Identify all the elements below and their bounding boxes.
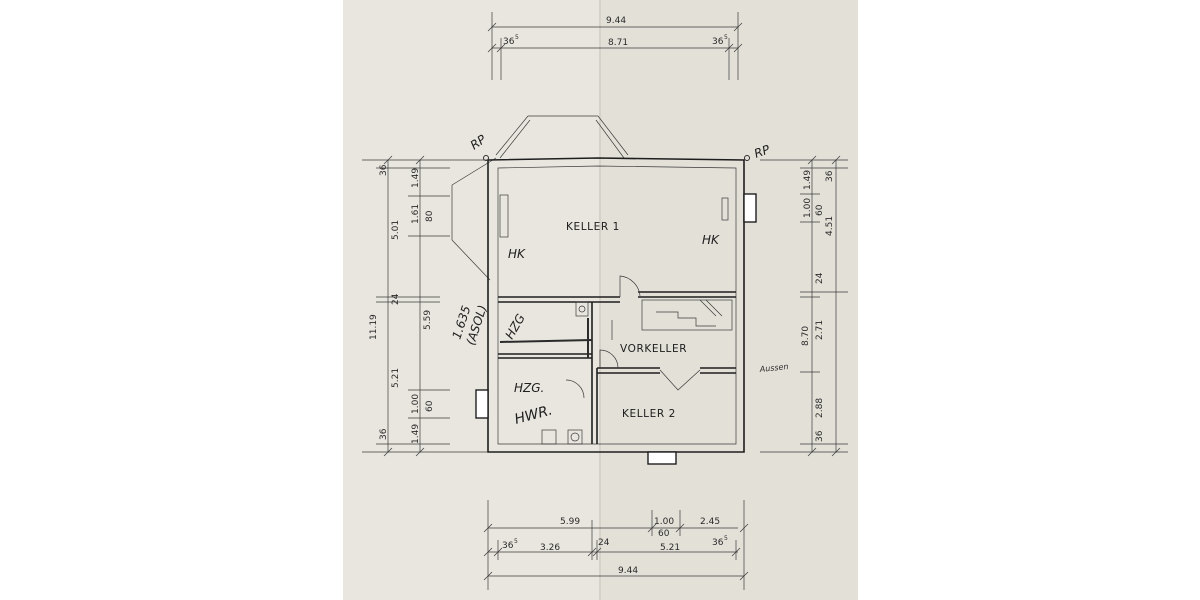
bottom-dim-row1-b-sub: 60 — [658, 529, 670, 539]
stairs — [641, 299, 733, 331]
left-dim-a3: 24 — [391, 293, 401, 305]
rp-marker-left — [483, 155, 489, 161]
window-boxes — [475, 193, 757, 465]
right-dim-a1: 1.49 — [803, 170, 813, 190]
right-dimension-lines — [760, 155, 848, 457]
left-dim-b4-sub: 60 — [425, 400, 435, 412]
left-dim-b2-sub: 80 — [425, 210, 435, 222]
right-dim-a2: 1.00 — [803, 198, 813, 218]
handwritten-rp-left: RP — [468, 132, 489, 153]
handwritten-hwr: HWR. — [513, 402, 554, 427]
handwritten-hzg-dot: HZG. — [514, 381, 544, 395]
bottom-dim-row2-e-sup: 5 — [724, 535, 728, 542]
top-dim-right-wall-sup: 5 — [724, 34, 728, 41]
handwritten-aussen: Aussen — [758, 362, 789, 374]
bottom-dim-row2-e: 36 — [712, 538, 724, 548]
door-swings — [565, 275, 701, 399]
top-dimension-lines — [487, 12, 743, 80]
room-label-keller-1: KELLER 1 — [566, 221, 620, 233]
bottom-dim-overall: 9.44 — [618, 566, 638, 576]
right-dim-a3: 24 — [815, 272, 825, 284]
left-dim-b5: 1.49 — [411, 424, 421, 444]
fixtures — [499, 301, 593, 445]
bottom-dim-row2-b: 3.26 — [540, 543, 560, 553]
handwritten-hk-left: HK — [508, 247, 526, 261]
room-label-vorkeller: VORKELLER — [620, 343, 687, 355]
right-dim-b2: 4.51 — [825, 216, 835, 236]
left-dim-b2: 1.61 — [411, 204, 421, 224]
top-dim-inner: 8.71 — [608, 38, 628, 48]
bottom-dim-row1-a: 5.99 — [560, 517, 580, 527]
left-dim-a5: 36 — [379, 428, 389, 440]
room-label-keller-2: KELLER 2 — [622, 408, 676, 420]
bottom-dimension-lines — [483, 500, 749, 590]
paper-fold — [599, 0, 601, 600]
right-dim-a4: 2.71 — [815, 320, 825, 340]
left-dim-b1: 1.49 — [411, 168, 421, 188]
handwritten-rp-right: RP — [752, 142, 772, 161]
right-dim-a5: 2.88 — [815, 398, 825, 418]
bottom-dim-row1-b: 1.00 — [654, 517, 674, 527]
top-dim-left-wall: 36 — [503, 37, 515, 47]
left-dim-overall: 11.19 — [369, 314, 379, 340]
right-dim-a6: 36 — [815, 430, 825, 442]
left-dim-a1: 36 — [379, 164, 389, 176]
top-dim-right-wall: 36 — [712, 37, 724, 47]
bottom-dim-row2-d: 5.21 — [660, 543, 680, 553]
right-dim-b3: 8.70 — [801, 326, 811, 346]
bottom-dim-row1-c: 2.45 — [700, 517, 720, 527]
left-dimension-lines — [362, 155, 488, 457]
right-dim-a2-sub: 60 — [815, 204, 825, 216]
left-dim-a4: 5.21 — [391, 368, 401, 388]
handwritten-hzg: HZG — [502, 312, 527, 342]
handwritten-hk-right: HK — [702, 233, 720, 247]
bottom-dim-row2-c: 24 — [598, 538, 610, 548]
top-dim-left-wall-sup: 5 — [515, 34, 519, 41]
bottom-dim-row2-a: 36 — [502, 541, 514, 551]
left-dim-b4: 1.00 — [411, 394, 421, 414]
left-dim-b3: 5.59 — [423, 310, 433, 330]
bottom-dim-row2-a-sup: 5 — [514, 538, 518, 545]
right-dim-b1: 36 — [825, 170, 835, 182]
left-dim-a2: 5.01 — [391, 220, 401, 240]
top-dim-overall: 9.44 — [606, 16, 626, 26]
rp-marker-right — [744, 155, 750, 161]
